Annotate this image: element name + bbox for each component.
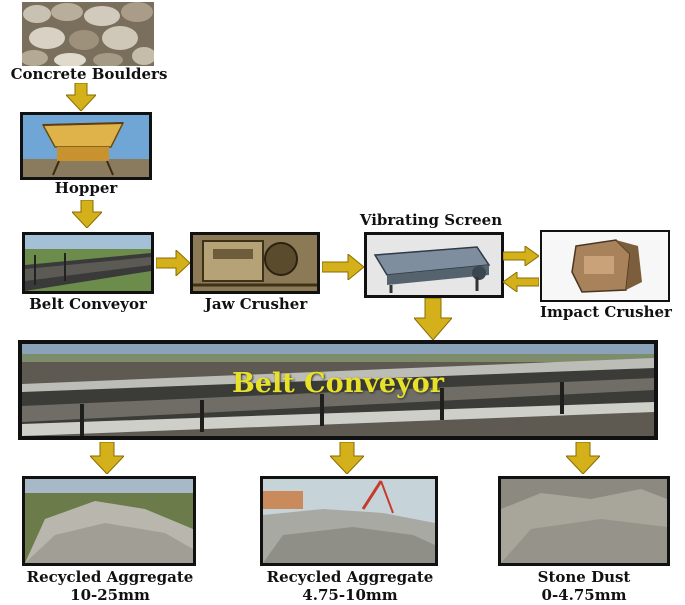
main-belt-conveyor-title: Belt Conveyor [231,368,445,399]
jaw-crusher-image [190,232,320,294]
product-1-size: 10-25mm [70,586,150,604]
vibrating-screen-label: Vibrating Screen [359,211,503,229]
product-3-size: 0-4.75mm [541,586,627,604]
arrow-down-icon [414,298,452,340]
hopper-image [20,112,152,180]
arrow-right-icon [503,246,539,266]
recycled-aggregate-4-75-10-image [260,476,438,566]
arrow-right-icon [322,254,364,280]
recycled-aggregate-10-25-image [22,476,196,566]
arrow-down-icon [330,442,364,474]
jaw-crusher-label: Jaw Crusher [204,295,308,313]
arrow-down-icon [566,442,600,474]
arrow-left-icon [503,272,539,292]
arrow-down-icon [72,200,102,228]
product-3-name: Stone Dust [537,568,631,586]
main-belt-conveyor-image: Belt Conveyor [18,340,658,440]
belt-conveyor-image [22,232,154,294]
arrow-down-icon [90,442,124,474]
arrow-right-icon [156,250,190,276]
belt-conveyor-label: Belt Conveyor [29,295,147,313]
stone-dust-image [498,476,670,566]
impact-crusher-image [540,230,670,302]
product-1-name: Recycled Aggregate [26,568,194,586]
concrete-boulders-image [22,2,154,66]
concrete-boulders-label: Concrete Boulders [10,65,168,83]
arrow-down-icon [66,83,96,111]
vibrating-screen-image [364,232,504,298]
hopper-label: Hopper [54,179,118,197]
product-2-name: Recycled Aggregate [266,568,434,586]
product-2-size: 4.75-10mm [302,586,398,604]
impact-crusher-label: Impact Crusher [540,303,672,321]
